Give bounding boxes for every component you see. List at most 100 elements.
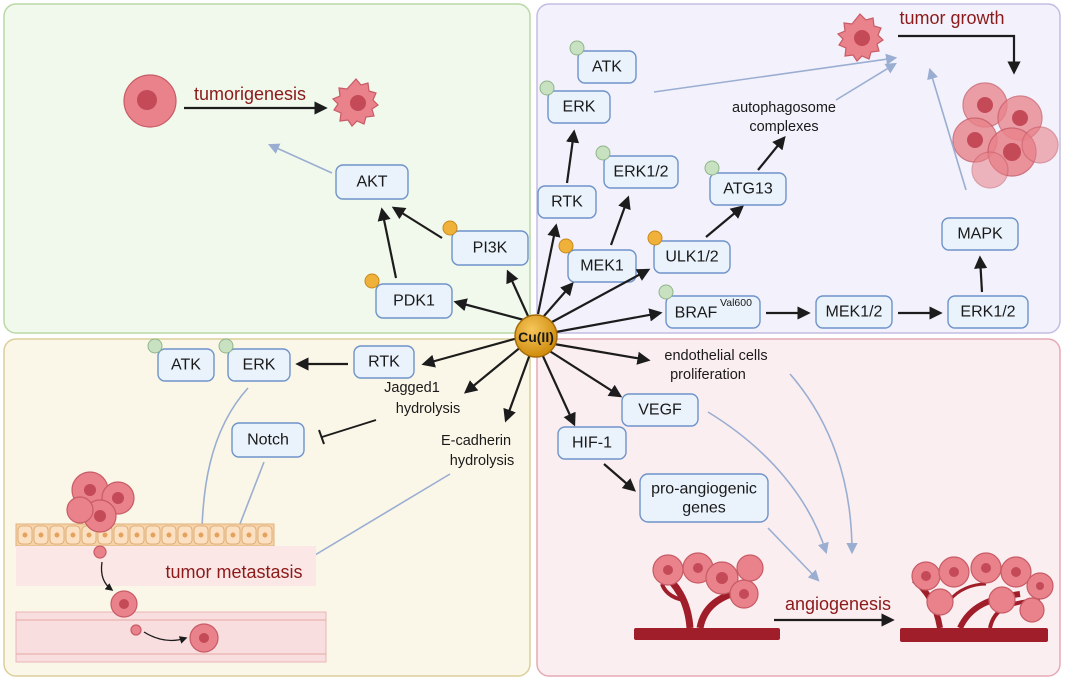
green-marker: [704, 160, 720, 176]
node-braf: BRAF Val600: [658, 284, 761, 329]
arrow-pdk1-akt: [377, 207, 398, 279]
panel-top-left: [3, 3, 531, 334]
green-marker: [595, 145, 611, 161]
node-erk12-right: ERK1/2: [947, 295, 1029, 329]
node-hif1: HIF-1: [557, 426, 627, 460]
node-atk-top: ATK: [569, 40, 637, 84]
node-atg13: ATG13: [704, 160, 787, 206]
node-erk12-top: ERK1/2: [595, 145, 679, 189]
svg-text:RTK: RTK: [368, 354, 400, 371]
svg-text:ATG13: ATG13: [723, 181, 773, 198]
svg-text:ERK: ERK: [243, 357, 276, 374]
svg-text:ULK1/2: ULK1/2: [665, 249, 718, 266]
panel-bottom-left: [3, 338, 531, 677]
braf-superscript: Val600: [720, 297, 752, 309]
tumor-cluster-top-right: [952, 82, 1059, 189]
vessel-before: [634, 552, 780, 640]
epithelial-nucleus: [118, 532, 124, 538]
epithelial-nucleus: [70, 532, 76, 538]
endothelial-label-2: proliferation: [670, 367, 746, 383]
arrow-pi3k-akt: [391, 206, 443, 239]
node-akt: AKT: [335, 164, 409, 200]
node-mapk: MAPK: [941, 217, 1019, 251]
epithelial-nucleus: [198, 532, 204, 538]
green-marker: [218, 338, 234, 354]
svg-text:ERK1/2: ERK1/2: [960, 304, 1015, 321]
tumor-metastasis-label: tumor metastasis: [165, 562, 302, 582]
node-rtk-bottom: RTK: [353, 345, 415, 379]
migrating-cells: [100, 561, 219, 653]
arrow-rtk-erk: [565, 129, 580, 184]
epithelial-nucleus: [54, 532, 60, 538]
svg-text:PI3K: PI3K: [473, 240, 508, 257]
arrow-ecadherin-metastasis: [288, 473, 451, 572]
jagged1-label-1: Jagged1: [384, 380, 440, 396]
epithelial-nucleus: [262, 532, 268, 538]
svg-text:PDK1: PDK1: [393, 293, 435, 310]
svg-text:MEK1/2: MEK1/2: [826, 304, 883, 321]
green-marker: [569, 40, 585, 56]
green-marker: [539, 80, 555, 96]
panel-bottom-right: [536, 338, 1061, 677]
svg-text:genes: genes: [682, 500, 726, 517]
epithelial-nucleus: [150, 532, 156, 538]
svg-text:MEK1: MEK1: [580, 258, 624, 275]
svg-text:VEGF: VEGF: [638, 402, 682, 419]
tumor-cluster-bottom-left: [66, 471, 135, 559]
node-pro-angiogenic: pro-angiogenic genes: [639, 473, 769, 523]
epithelial-nucleus: [86, 532, 92, 538]
tumor-growth-label: tumor growth: [899, 8, 1004, 28]
epithelial-nucleus: [246, 532, 252, 538]
arrow-tumor-growth: [898, 34, 1021, 75]
node-vegf: VEGF: [621, 393, 699, 427]
orange-marker: [364, 273, 380, 289]
node-rtk-top: RTK: [537, 185, 597, 219]
epithelial-nucleus: [134, 532, 140, 538]
autophagosome-label-1: autophagosome: [732, 100, 836, 116]
ecadherin-label-2: hydrolysis: [450, 453, 514, 469]
arrow-erk12-mapk: [974, 255, 988, 293]
arrow-endothelial-angio: [789, 373, 858, 555]
svg-text:RTK: RTK: [551, 194, 583, 211]
arrow-akt-to-cell: [267, 143, 333, 174]
svg-text:ATK: ATK: [171, 357, 201, 374]
node-erk-bottom: ERK: [218, 338, 291, 382]
autophagosome-label-2: complexes: [749, 119, 818, 135]
inhibit-jagged1-notch: [318, 419, 377, 445]
svg-text:Notch: Notch: [247, 432, 289, 449]
epithelial-nucleus: [182, 532, 188, 538]
node-pi3k: PI3K: [442, 220, 529, 266]
arrow-hif1-genes: [603, 463, 636, 492]
epithelial-layer: [15, 523, 316, 586]
arrow-ulk12-atg13: [705, 205, 745, 238]
green-marker: [147, 338, 163, 354]
green-marker: [658, 284, 674, 300]
endothelial-label-1: endothelial cells: [664, 348, 767, 364]
svg-text:pro-angiogenic: pro-angiogenic: [651, 481, 757, 498]
svg-text:HIF-1: HIF-1: [572, 435, 612, 452]
arrow-mek1-erk12: [609, 195, 631, 246]
node-erk-top: ERK: [539, 80, 611, 124]
node-mek1: MEK1: [558, 238, 637, 283]
node-pdk1: PDK1: [364, 273, 453, 319]
vessel-after: [900, 552, 1054, 642]
blood-vessel-bottom-left: [15, 611, 327, 663]
epithelial-nucleus: [22, 532, 28, 538]
epithelial-nucleus: [102, 532, 108, 538]
epithelial-nucleus: [38, 532, 44, 538]
node-ulk12: ULK1/2: [647, 230, 731, 274]
angiogenesis-label: angiogenesis: [785, 594, 891, 614]
orange-marker: [558, 238, 574, 254]
arrow-vegf-angio: [707, 411, 829, 555]
cu-label: Cu(II): [518, 329, 554, 345]
tumor-cell-top-right: [836, 13, 884, 62]
svg-text:ERK1/2: ERK1/2: [613, 164, 668, 181]
arrow-mapk-growth: [927, 67, 967, 191]
cu-rays: [421, 223, 663, 427]
svg-text:MAPK: MAPK: [957, 226, 1003, 243]
arrow-genes-angio: [767, 527, 820, 582]
cu-center: Cu(II): [514, 314, 558, 358]
arrow-atg13-autophagosome: [757, 135, 786, 171]
